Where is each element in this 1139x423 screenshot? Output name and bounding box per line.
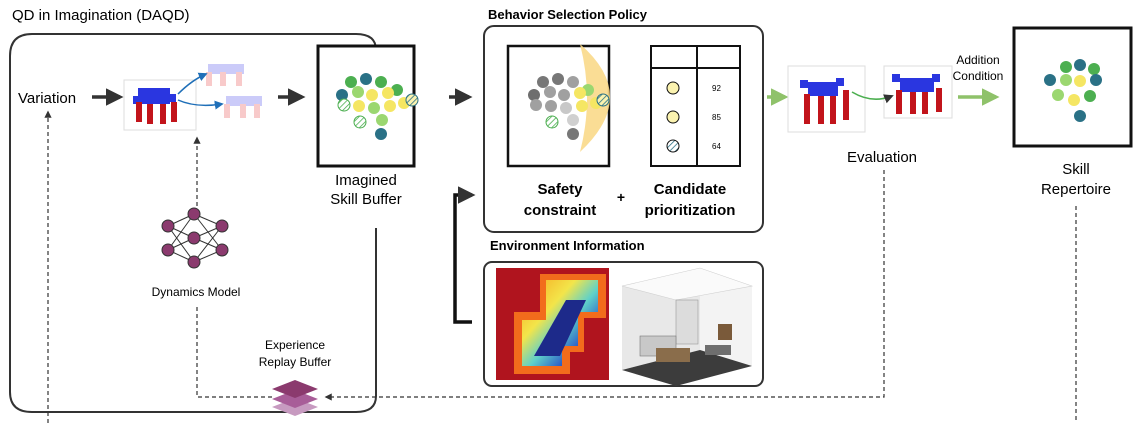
addition-condition-label-1: Addition (956, 53, 999, 67)
robot-icon (892, 74, 942, 114)
candidate-score-3: 64 (712, 142, 721, 151)
variation-label: Variation (18, 90, 76, 107)
safety-label-1: Safety (537, 181, 583, 198)
qd-block-bottom-border (9, 56, 377, 413)
skill-repertoire-label-1: Skill (1062, 161, 1090, 178)
evaluation-robots-image (787, 65, 953, 133)
env-room-render (621, 267, 754, 386)
env-to-policy-arrow (453, 186, 476, 324)
candidate-dot-2 (666, 110, 680, 124)
dynamics-model-network-icon (161, 207, 229, 269)
qd-block-top-border (9, 33, 377, 57)
replay-buffer-stack-icon (272, 380, 318, 416)
variation-robots-image (123, 64, 262, 131)
evaluation-to-replay-arrow (324, 170, 885, 401)
replay-to-dynamics-line (196, 304, 272, 398)
skill-repertoire-dots (1044, 59, 1102, 122)
candidate-dot-3 (666, 139, 680, 153)
replay-buffer-label-2: Replay Buffer (259, 355, 332, 369)
safety-label-2: constraint (524, 202, 597, 219)
skill-repertoire-label-2: Repertoire (1041, 181, 1111, 198)
env-title: Environment Information (490, 238, 645, 253)
candidate-score-2: 85 (712, 113, 721, 122)
candidate-dot-1 (666, 81, 680, 95)
plus-sign: + (617, 189, 625, 205)
robot-icon (133, 88, 177, 124)
qd-block-title: QD in Imagination (DAQD) (12, 7, 190, 24)
robot-icon (800, 78, 849, 124)
imagined-buffer-label-2: Skill Buffer (330, 191, 401, 208)
candidate-table (650, 45, 741, 167)
candidate-label-2: prioritization (645, 202, 736, 219)
safety-panel-dots (528, 73, 610, 140)
addition-condition-label-2: Condition (953, 69, 1004, 83)
evaluation-label: Evaluation (847, 149, 917, 166)
replay-buffer-label-1: Experience (265, 338, 325, 352)
candidate-score-1: 92 (712, 84, 721, 93)
candidate-label-1: Candidate (654, 181, 727, 198)
dynamics-model-label: Dynamics Model (152, 285, 241, 299)
policy-title: Behavior Selection Policy (488, 7, 648, 22)
env-heatmap (496, 268, 609, 380)
skill-repertoire-box (1012, 26, 1133, 148)
imagined-buffer-label-1: Imagined (335, 172, 397, 189)
imagined-buffer-dots (336, 73, 419, 140)
imagined-buffer-box (316, 44, 416, 168)
